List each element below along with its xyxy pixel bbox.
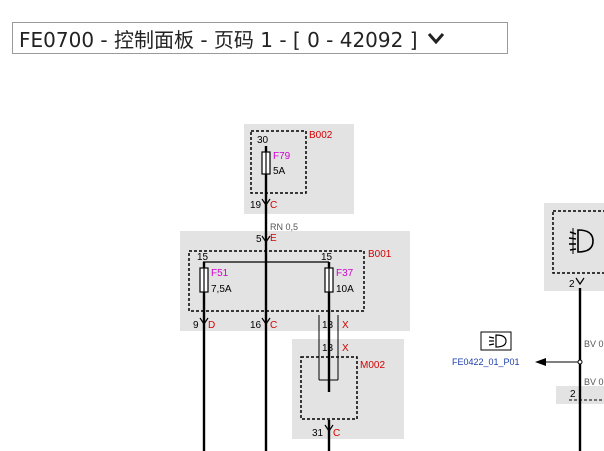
b001-in-pin: 5: [256, 234, 262, 245]
link-fe0422[interactable]: FE0422_01_P01: [452, 357, 520, 367]
b001-out-right-pin: 13: [322, 320, 334, 331]
right-bv-top: BV 0: [584, 339, 604, 349]
m002-out-pin: 31: [312, 428, 324, 439]
b001-out-left-pin: 9: [193, 320, 199, 331]
right-device-pin-top: 2: [569, 279, 575, 290]
b001-out-left-conn: D: [208, 320, 215, 331]
m002-in-pin: 13: [322, 343, 334, 354]
right-bv-bottom: BV 0: [584, 377, 604, 387]
headlight-icon: [568, 228, 594, 254]
right-device-pin-bottom: 2: [570, 389, 576, 400]
b001-in-conn: E: [270, 233, 277, 244]
m002-name: M002: [360, 360, 385, 371]
fuse-f79-rating: 5A: [273, 166, 286, 177]
headlight-link-icon: [488, 334, 507, 348]
fuse-f51-rating: 7,5A: [211, 284, 232, 295]
wire-spec: RN 0,5: [270, 222, 298, 232]
b001-out-mid-conn: C: [270, 320, 277, 331]
b001-box: [180, 231, 410, 331]
link-headlight-box: [480, 331, 512, 351]
b002-out-pin: 19: [250, 200, 262, 211]
page-select-value: FE0700 - 控制面板 - 页码 1 - [ 0 - 42092 ]: [19, 27, 418, 52]
m002-out-conn: C: [333, 428, 340, 439]
fuse-f37-icon: [324, 267, 334, 293]
m002-box: [292, 339, 404, 439]
b001-pin-right: 15: [321, 252, 333, 263]
right-device-box: [544, 203, 604, 291]
chevron-down-icon: [427, 33, 444, 45]
b002-out-conn: C: [270, 200, 277, 211]
b001-name: B001: [368, 249, 392, 260]
b002-top-pin: 30: [257, 135, 269, 146]
b002-box: [244, 124, 354, 214]
fuse-f51-icon: [199, 267, 209, 293]
m002-in-conn: X: [342, 343, 349, 354]
fuse-f79-icon: [261, 151, 271, 175]
right-device-box-lower: [556, 386, 604, 404]
b001-out-right-conn: X: [342, 320, 349, 331]
fuse-f51-name: F51: [211, 268, 229, 279]
fuse-f37-name: F37: [336, 268, 354, 279]
b001-out-mid-pin: 16: [250, 320, 262, 331]
page-select[interactable]: FE0700 - 控制面板 - 页码 1 - [ 0 - 42092 ]: [12, 22, 508, 54]
b001-pin-left: 15: [197, 252, 209, 263]
fuse-f37-rating: 10A: [336, 284, 354, 295]
fuse-f79-name: F79: [273, 151, 291, 162]
b002-name: B002: [309, 130, 333, 141]
